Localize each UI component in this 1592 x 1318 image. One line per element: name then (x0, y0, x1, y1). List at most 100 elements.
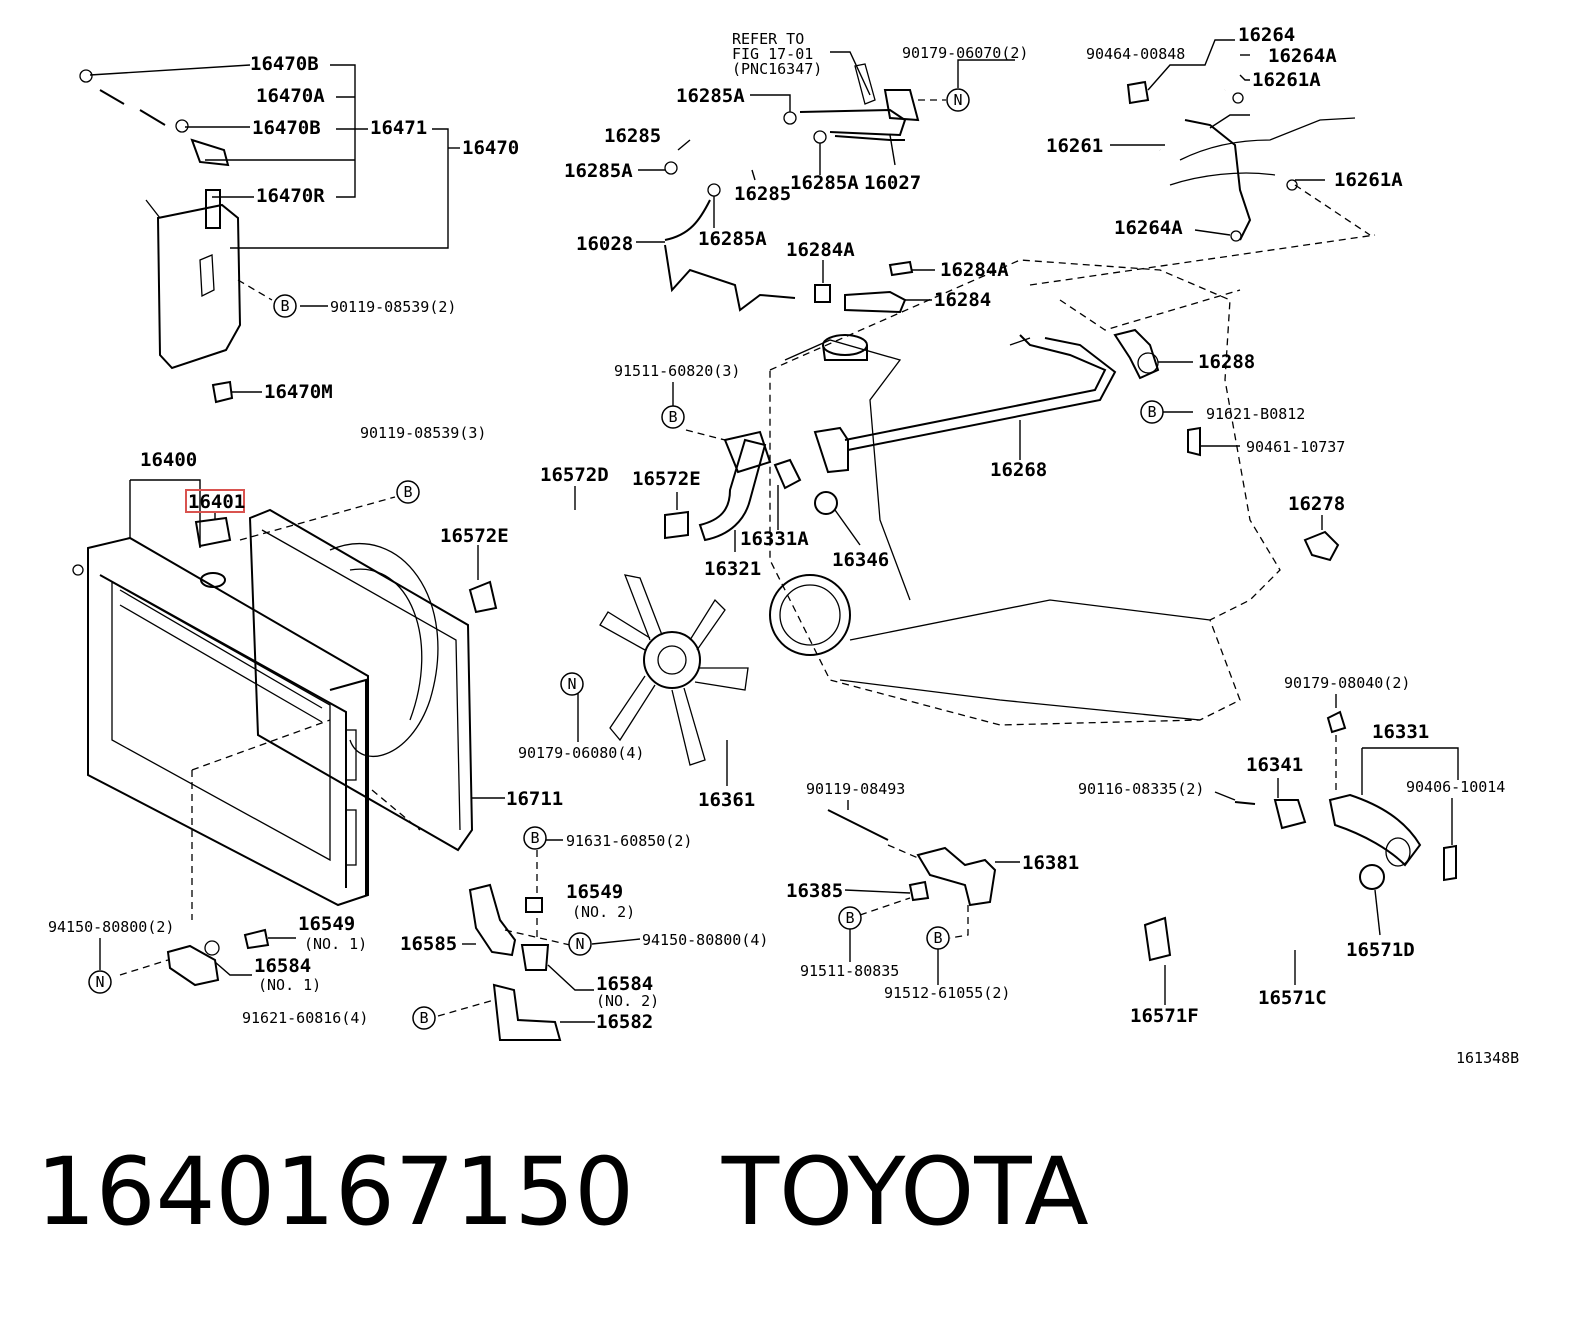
callout-circles: B B N B B N B N B N B B (95, 91, 1157, 1030)
label-90119-08493: 90119-08493 (806, 780, 905, 798)
label-16361: 16361 (698, 789, 755, 811)
callout-b-91511-60820: B (668, 408, 677, 426)
label-90406-10014: 90406-10014 (1406, 778, 1505, 796)
label-16584-no1: 16584 (254, 955, 311, 977)
bypass-pipe (813, 328, 1340, 562)
part-number: 1640167150 (36, 1138, 635, 1247)
lower-brackets (88, 719, 641, 1041)
label-16285A-4: 16285A (698, 228, 767, 250)
label-91621-B0812: 91621-B0812 (1206, 405, 1305, 423)
svg-text:B: B (845, 909, 854, 927)
note-16549-no1: (NO. 1) (304, 935, 367, 953)
label-16346: 16346 (832, 549, 889, 571)
label-16284: 16284 (934, 289, 991, 311)
svg-text:B: B (1147, 403, 1156, 421)
note-16584-no2: (NO. 2) (596, 992, 659, 1010)
label-16470A: 16470A (256, 85, 325, 107)
label-16285-1: 16285 (604, 125, 661, 147)
label-16027: 16027 (864, 172, 921, 194)
label-16470B-top: 16470B (250, 53, 319, 75)
label-16285A-1: 16285A (676, 85, 745, 107)
svg-text:B: B (668, 408, 677, 426)
label-16401: 16401 (188, 491, 245, 513)
label-90119-08539-3: 90119-08539(3) (360, 424, 486, 442)
label-16278: 16278 (1288, 493, 1345, 515)
label-16711: 16711 (506, 788, 563, 810)
refer-line-3: (PNC16347) (732, 60, 822, 78)
label-90179-06080: 90179-06080(4) (518, 744, 644, 762)
callout-n-94150-80800-4: N (568, 932, 592, 956)
label-16549-no1: 16549 (298, 913, 355, 935)
label-16284A-1: 16284A (786, 239, 855, 261)
svg-text:N: N (575, 935, 584, 953)
part-caption: 1640167150 TOYOTA (36, 1138, 1436, 1248)
refer-line-2: FIG 17-01 (732, 45, 813, 63)
diagram-code: 161348B (1456, 1049, 1519, 1067)
callout-b-91511-80835: B (845, 909, 854, 927)
label-16471: 16471 (370, 117, 427, 139)
label-16571F: 16571F (1130, 1005, 1199, 1027)
label-16285A-3: 16285A (790, 172, 859, 194)
svg-text:B: B (403, 483, 412, 501)
label-16264A-1: 16264A (1268, 45, 1337, 67)
fan-shroud (248, 508, 505, 852)
callout-b-90119-08539-2: B (273, 294, 297, 318)
brand-name: TOYOTA (721, 1138, 1089, 1247)
label-16341: 16341 (1246, 754, 1303, 776)
label-91512-61055: 91512-61055(2) (884, 984, 1010, 1002)
alternator-bracket (827, 800, 1020, 985)
callout-b-91631-60850: B (523, 826, 547, 850)
label-91511-80835: 91511-80835 (800, 962, 899, 980)
label-90116-08335: 90116-08335(2) (1078, 780, 1204, 798)
label-16584-no2: 16584 (596, 973, 653, 995)
heater-tubes (636, 51, 1015, 314)
label-16285A-2: 16285A (564, 160, 633, 182)
label-16470B-mid: 16470B (252, 117, 321, 139)
callout-n-90179-06080: N (560, 672, 584, 696)
label-94150-80800-4: 94150-80800(4) (642, 931, 768, 949)
label-16288: 16288 (1198, 351, 1255, 373)
svg-text:N: N (953, 91, 962, 109)
cooling-fan (577, 574, 749, 786)
label-90461-10737: 90461-10737 (1246, 438, 1345, 456)
label-16571C: 16571C (1258, 987, 1327, 1009)
label-16582: 16582 (596, 1011, 653, 1033)
upper-hoses (468, 438, 767, 614)
engine-block (769, 234, 1376, 726)
callout-b-91621-60816: B (412, 1006, 436, 1030)
refer-line-1: REFER TO (732, 30, 804, 48)
label-16571D: 16571D (1346, 939, 1415, 961)
callout-n-90179-06070: N (953, 91, 962, 109)
heater-hoses (1110, 39, 1371, 242)
label-16264A-2: 16264A (1114, 217, 1183, 239)
svg-text:N: N (567, 675, 576, 693)
label-16028: 16028 (576, 233, 633, 255)
cooling-system-parts-diagram: B B N B B N B N B N B B 16470B 16470A 16… (48, 24, 1519, 1067)
label-16572E-2: 16572E (440, 525, 509, 547)
svg-text:B: B (530, 829, 539, 847)
callout-b-91512-61055: B (933, 929, 942, 947)
label-16585: 16585 (400, 933, 457, 955)
part-labels: 16470B 16470A 16470B 16471 16470 16470R … (48, 24, 1519, 1067)
label-91621-60816: 91621-60816(4) (242, 1009, 368, 1027)
label-16264: 16264 (1238, 24, 1295, 46)
reservoir-tank-assembly (79, 69, 242, 404)
label-90179-08040: 90179-08040(2) (1284, 674, 1410, 692)
label-16381: 16381 (1022, 852, 1079, 874)
label-91631-60850: 91631-60850(2) (566, 832, 692, 850)
label-16284A-2: 16284A (940, 259, 1009, 281)
label-16549-no2: 16549 (566, 881, 623, 903)
label-16470R: 16470R (256, 185, 325, 207)
label-90464-00848: 90464-00848 (1086, 45, 1185, 63)
highlight-box-16401 (185, 489, 245, 513)
label-16261A-1: 16261A (1252, 69, 1321, 91)
label-16385: 16385 (786, 880, 843, 902)
note-16584-no1: (NO. 1) (258, 976, 321, 994)
svg-text:N: N (95, 973, 104, 991)
label-16268: 16268 (990, 459, 1047, 481)
callout-n-94150-80800-2: N (95, 973, 104, 991)
label-16400: 16400 (140, 449, 197, 471)
note-16549-no2: (NO. 2) (572, 903, 635, 921)
label-91511-60820: 91511-60820(3) (614, 362, 740, 380)
label-16321: 16321 (704, 558, 761, 580)
